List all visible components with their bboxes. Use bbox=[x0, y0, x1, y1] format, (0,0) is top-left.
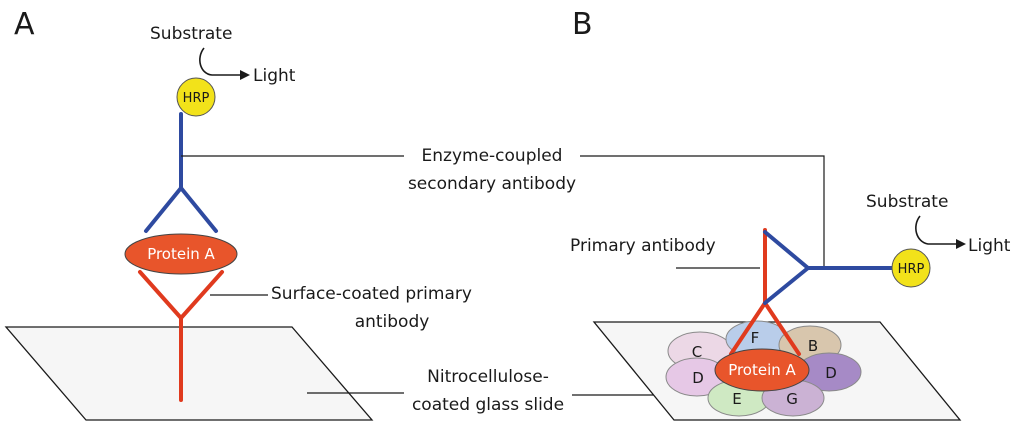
enzyme-leader-to-b bbox=[580, 155, 825, 268]
primary-antibody-b bbox=[729, 228, 801, 356]
nitrocellulose-label-group: Nitrocellulose- coated glass slide bbox=[307, 367, 656, 415]
panel-a-letter: A bbox=[14, 7, 35, 42]
enzyme-coupled-label-group: Enzyme-coupled secondary antibody bbox=[181, 146, 825, 268]
panel-b-letter: B bbox=[572, 7, 593, 42]
substrate-to-light-arrow-a bbox=[199, 47, 250, 80]
enzyme-label-line1: Enzyme-coupled bbox=[422, 146, 563, 166]
protein-d-left-label: D bbox=[692, 369, 704, 387]
glass-slide-a bbox=[4, 326, 374, 421]
substrate-to-light-arrow-b bbox=[915, 215, 966, 249]
hrp-node-b bbox=[891, 248, 931, 288]
panel-b: B C F B D D E G Protein bbox=[570, 7, 1011, 421]
enzyme-label-line2: secondary antibody bbox=[408, 174, 576, 194]
light-label-a: Light bbox=[253, 66, 296, 86]
enzyme-coupled-secondary-antibody-b bbox=[763, 230, 898, 305]
protein-a-node-a bbox=[124, 233, 238, 275]
surface-primary-label-line1: Surface-coated primary bbox=[271, 284, 472, 304]
hrp-label-a: HRP bbox=[183, 91, 210, 106]
nitro-label-line1: Nitrocellulose- bbox=[427, 367, 549, 387]
hrp-label-b: HRP bbox=[898, 262, 925, 277]
protein-a-label-b: Protein A bbox=[728, 361, 796, 379]
substrate-label-b: Substrate bbox=[866, 192, 948, 212]
surface-primary-antibody bbox=[138, 270, 224, 402]
protein-f-label: F bbox=[751, 329, 760, 347]
protein-a-node-b bbox=[714, 348, 810, 392]
protein-g-label: G bbox=[786, 390, 798, 408]
hrp-node-a bbox=[176, 77, 216, 117]
panel-a: A Protein A HRP Substrate Light Surface-… bbox=[4, 7, 472, 421]
surface-primary-label-line2: antibody bbox=[355, 312, 430, 332]
nitro-label-line2: coated glass slide bbox=[412, 395, 564, 415]
light-label-b: Light bbox=[968, 236, 1011, 256]
protein-b-label: B bbox=[808, 337, 818, 355]
enzyme-coupled-secondary-antibody-a bbox=[144, 112, 218, 233]
protein-e-label: E bbox=[732, 390, 741, 408]
protein-a-label-a: Protein A bbox=[147, 245, 215, 263]
protein-d-right-label: D bbox=[825, 364, 837, 382]
primary-antibody-label: Primary antibody bbox=[570, 236, 716, 256]
protein-c-label: C bbox=[692, 343, 702, 361]
substrate-label-a: Substrate bbox=[150, 24, 232, 44]
